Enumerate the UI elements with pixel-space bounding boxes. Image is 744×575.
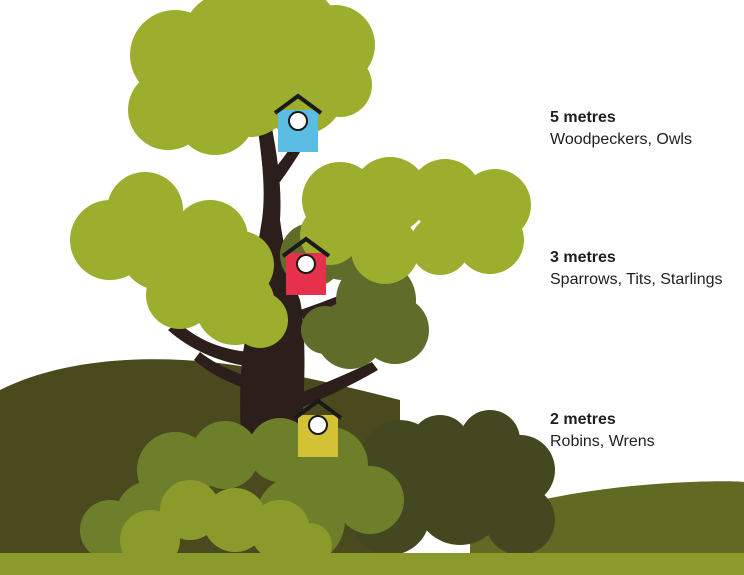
birdhouse-2m — [293, 398, 343, 457]
ground — [0, 553, 744, 575]
bush-light — [120, 480, 332, 570]
birdhouse-3m — [281, 236, 331, 295]
foliage-right — [300, 157, 531, 284]
height-label: 5 metres — [550, 109, 616, 126]
birds-label: Robins, Wrens — [550, 433, 655, 450]
label-2-metres: 2 metres Robins, Wrens — [550, 409, 655, 453]
label-3-metres: 3 metres Sparrows, Tits, Starlings — [550, 247, 723, 291]
height-label: 3 metres — [550, 249, 616, 266]
foliage-left — [70, 172, 288, 348]
birdhouse-5m — [273, 93, 323, 152]
height-label: 2 metres — [550, 411, 616, 428]
birds-label: Woodpeckers, Owls — [550, 131, 692, 148]
birds-label: Sparrows, Tits, Starlings — [550, 271, 723, 288]
label-5-metres: 5 metres Woodpeckers, Owls — [550, 107, 692, 151]
foliage-upper — [128, 0, 375, 155]
